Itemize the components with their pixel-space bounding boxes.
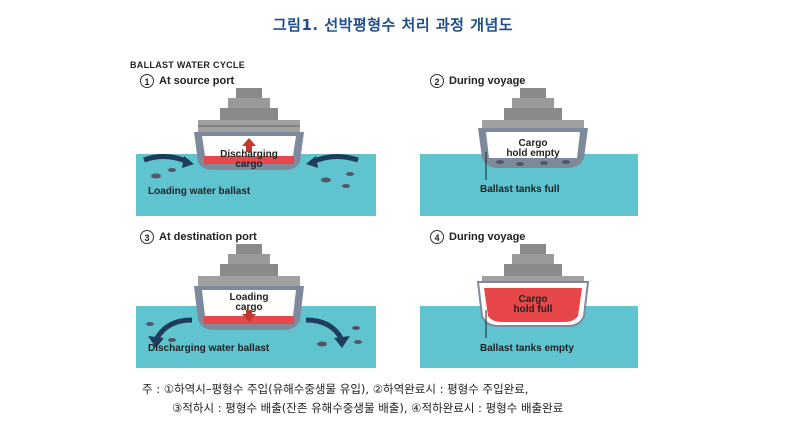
ship-superstructure (198, 244, 300, 288)
cargo-text-2: hold empty (506, 148, 560, 159)
ship-superstructure (482, 88, 584, 132)
cargo-text-1: Cargo (519, 294, 548, 305)
outflow-arrow-left-icon (153, 317, 193, 342)
cargo-text-1: Loading (230, 292, 269, 303)
cargo-hold (486, 132, 580, 158)
panel-3-number: 3 (140, 230, 154, 244)
outflow-arrow-right-icon (305, 317, 345, 342)
down-arrow-icon (242, 310, 256, 322)
cargo-hold (202, 290, 296, 316)
organism-icons (151, 168, 354, 188)
panel-1-title: At source port (159, 75, 235, 87)
organism-icons (146, 322, 362, 347)
water-text: Discharging water ballast (148, 343, 270, 354)
panel-3-title: At destination port (159, 231, 257, 243)
cargo-text-1: Cargo (519, 138, 548, 149)
water-text: Loading water ballast (148, 186, 251, 197)
ballast-tank (204, 156, 294, 164)
panel-3-illustration: Loading cargo Discharging water ballast (136, 244, 376, 368)
cargo-text-2: cargo (235, 159, 262, 170)
panel-2-title: During voyage (449, 75, 526, 87)
panel-4-label: 4 During voyage (430, 230, 525, 244)
panel-2-number: 2 (430, 74, 444, 88)
cargo-text-1: Discharging (220, 149, 278, 160)
panel-4-illustration: Cargo hold full Ballast tanks empty (420, 244, 638, 368)
panel-4-number: 4 (430, 230, 444, 244)
panel-1-label: 1 At source port (140, 74, 234, 88)
cargo-text-2: hold full (514, 304, 553, 315)
figure-title: 그림1. 선박평형수 처리 과정 개념도 (272, 16, 514, 34)
up-arrow-icon (242, 138, 256, 152)
water-text: Ballast tanks empty (480, 343, 574, 354)
panel-1-number: 1 (140, 74, 154, 88)
diagram-heading: BALLAST WATER CYCLE (130, 60, 246, 70)
cargo-text-2: cargo (235, 302, 262, 313)
note-line-2: ③적하시 : 평형수 배출(잔존 유해수중생물 배출), ④적하완료시 : 평형… (172, 401, 564, 415)
organism-icons (496, 160, 570, 166)
ship-superstructure (198, 88, 300, 132)
panel-1-illustration: Discharging cargo Loading water ballast (136, 88, 376, 216)
cargo-fill (484, 288, 582, 322)
panel-4-title: During voyage (449, 231, 526, 243)
note-line-1: 주 : ①하역시–평형수 주입(유해수중생물 유입), ②하역완료시 : 평형수… (142, 382, 529, 396)
panel-2-illustration: Cargo hold empty Ballast tanks full (420, 88, 638, 216)
panel-3-label: 3 At destination port (140, 230, 257, 244)
water-text: Ballast tanks full (480, 184, 560, 195)
panel-2-label: 2 During voyage (430, 74, 525, 88)
